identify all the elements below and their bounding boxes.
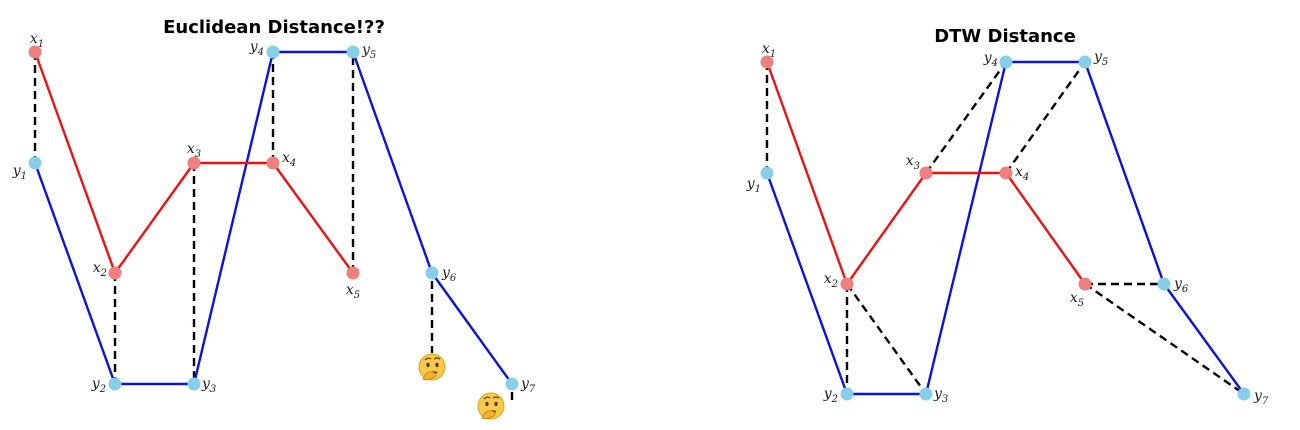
x-point-3 bbox=[187, 156, 201, 170]
thinking-face-icon bbox=[477, 392, 505, 420]
euclidean-panel: Euclidean Distance!?? x1 x2 x3 x4 x5 y1 y2 y3 y4… bbox=[12, 17, 536, 420]
y-point-2 bbox=[840, 387, 854, 401]
y-point-2 bbox=[108, 377, 122, 391]
y-point-7 bbox=[1237, 387, 1251, 401]
y-point-1 bbox=[28, 156, 42, 170]
x-point-label: x3 bbox=[187, 141, 201, 160]
x-point-label: x2 bbox=[824, 271, 838, 290]
y-point-label: y5 bbox=[361, 42, 376, 61]
x-point-4 bbox=[999, 166, 1013, 180]
thinking-face-icon bbox=[418, 353, 446, 381]
x-point-1 bbox=[28, 45, 42, 59]
y-point-5 bbox=[346, 45, 360, 59]
x-point-label: x1 bbox=[30, 31, 44, 50]
x-point-5 bbox=[346, 266, 360, 280]
x-point-3 bbox=[919, 166, 933, 180]
x-point-5 bbox=[1078, 277, 1092, 291]
x-point-label: x2 bbox=[93, 260, 107, 279]
y-point-label: y4 bbox=[249, 39, 264, 58]
y-point-label: y7 bbox=[1253, 388, 1269, 407]
dtw-panel: DTW Distance x1 x2 x3 x4 x5 y1 y2 y3 y4 y5 y6 y7 bbox=[746, 26, 1269, 407]
match-connector bbox=[1084, 283, 1245, 395]
y-point-1 bbox=[760, 166, 774, 180]
y-point-label: y1 bbox=[746, 176, 761, 195]
y-point-label: y6 bbox=[1173, 276, 1189, 295]
y-point-4 bbox=[999, 55, 1013, 69]
match-connector bbox=[846, 283, 927, 395]
x-point-1 bbox=[760, 55, 774, 69]
y-point-label: y5 bbox=[1093, 49, 1108, 68]
match-connector bbox=[925, 61, 1007, 174]
x-point-label: x5 bbox=[346, 282, 360, 301]
x-point-label: x3 bbox=[906, 153, 920, 172]
y-point-label: y6 bbox=[441, 265, 457, 284]
x-point-4 bbox=[266, 156, 280, 170]
y-point-5 bbox=[1078, 55, 1092, 69]
y-point-4 bbox=[266, 45, 280, 59]
match-connector bbox=[1005, 61, 1086, 174]
y-point-label: y1 bbox=[12, 163, 27, 182]
y-point-label: y3 bbox=[201, 376, 216, 395]
panel-title: Euclidean Distance!?? bbox=[163, 17, 385, 38]
panel-title: DTW Distance bbox=[934, 26, 1076, 47]
y-series-line bbox=[33, 50, 513, 386]
y-point-3 bbox=[919, 387, 933, 401]
y-point-7 bbox=[505, 377, 519, 391]
x-point-label: x5 bbox=[1070, 290, 1084, 309]
x-point-label: x4 bbox=[282, 150, 296, 169]
y-point-label: y2 bbox=[823, 386, 838, 405]
y-point-label: y4 bbox=[983, 50, 998, 69]
x-point-label: x1 bbox=[762, 41, 776, 60]
y-point-6 bbox=[425, 266, 439, 280]
y-point-label: y3 bbox=[933, 386, 948, 405]
x-point-2 bbox=[108, 266, 122, 280]
x-point-2 bbox=[840, 277, 854, 291]
y-point-label: y2 bbox=[91, 376, 106, 395]
y-point-6 bbox=[1157, 277, 1171, 291]
x-point-label: x4 bbox=[1015, 164, 1029, 183]
y-point-3 bbox=[187, 377, 201, 391]
y-point-label: y7 bbox=[520, 376, 536, 395]
